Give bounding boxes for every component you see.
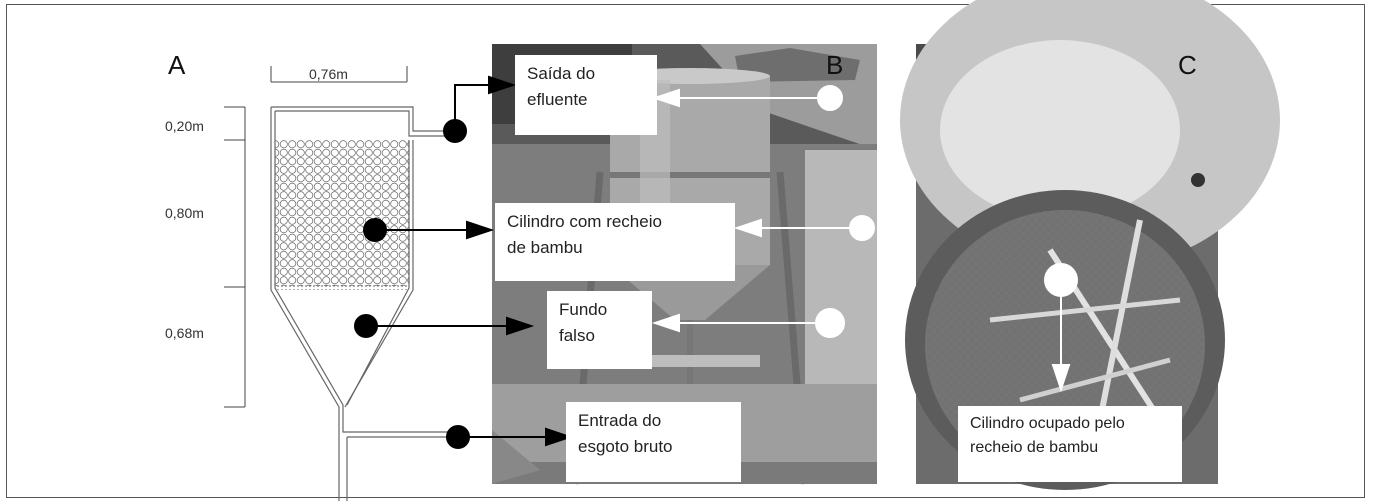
bamboo-packing xyxy=(275,140,409,286)
label-bamboo-cylinder: Cilindro com recheio de bambu xyxy=(495,203,735,281)
width-label: 0,76m xyxy=(309,66,348,82)
connector-arrows xyxy=(354,75,574,449)
height-label-middle: 0,80m xyxy=(165,205,204,221)
height-label-bottom: 0,68m xyxy=(165,325,204,341)
label-effluent-outlet: Saída do efluente xyxy=(515,55,657,135)
panel-a-letter: A xyxy=(168,50,186,80)
height-label-top: 0,20m xyxy=(165,118,204,134)
label-raw-sewage-inlet: Entrada do esgoto bruto xyxy=(566,402,741,482)
photo-c-white-arrow xyxy=(1044,263,1078,393)
label-false-bottom: Fundo falso xyxy=(547,291,652,369)
photo-b-white-arrows xyxy=(651,85,875,338)
panel-b-letter: B xyxy=(826,50,844,80)
panel-c-letter: C xyxy=(1178,50,1197,80)
width-dimension xyxy=(270,66,408,83)
figure-border xyxy=(6,4,1365,498)
label-cylinder-occupied: Cilindro ocupado pelo recheio de bambu xyxy=(958,406,1182,482)
false-bottom xyxy=(275,284,409,290)
height-dimension xyxy=(224,106,246,408)
